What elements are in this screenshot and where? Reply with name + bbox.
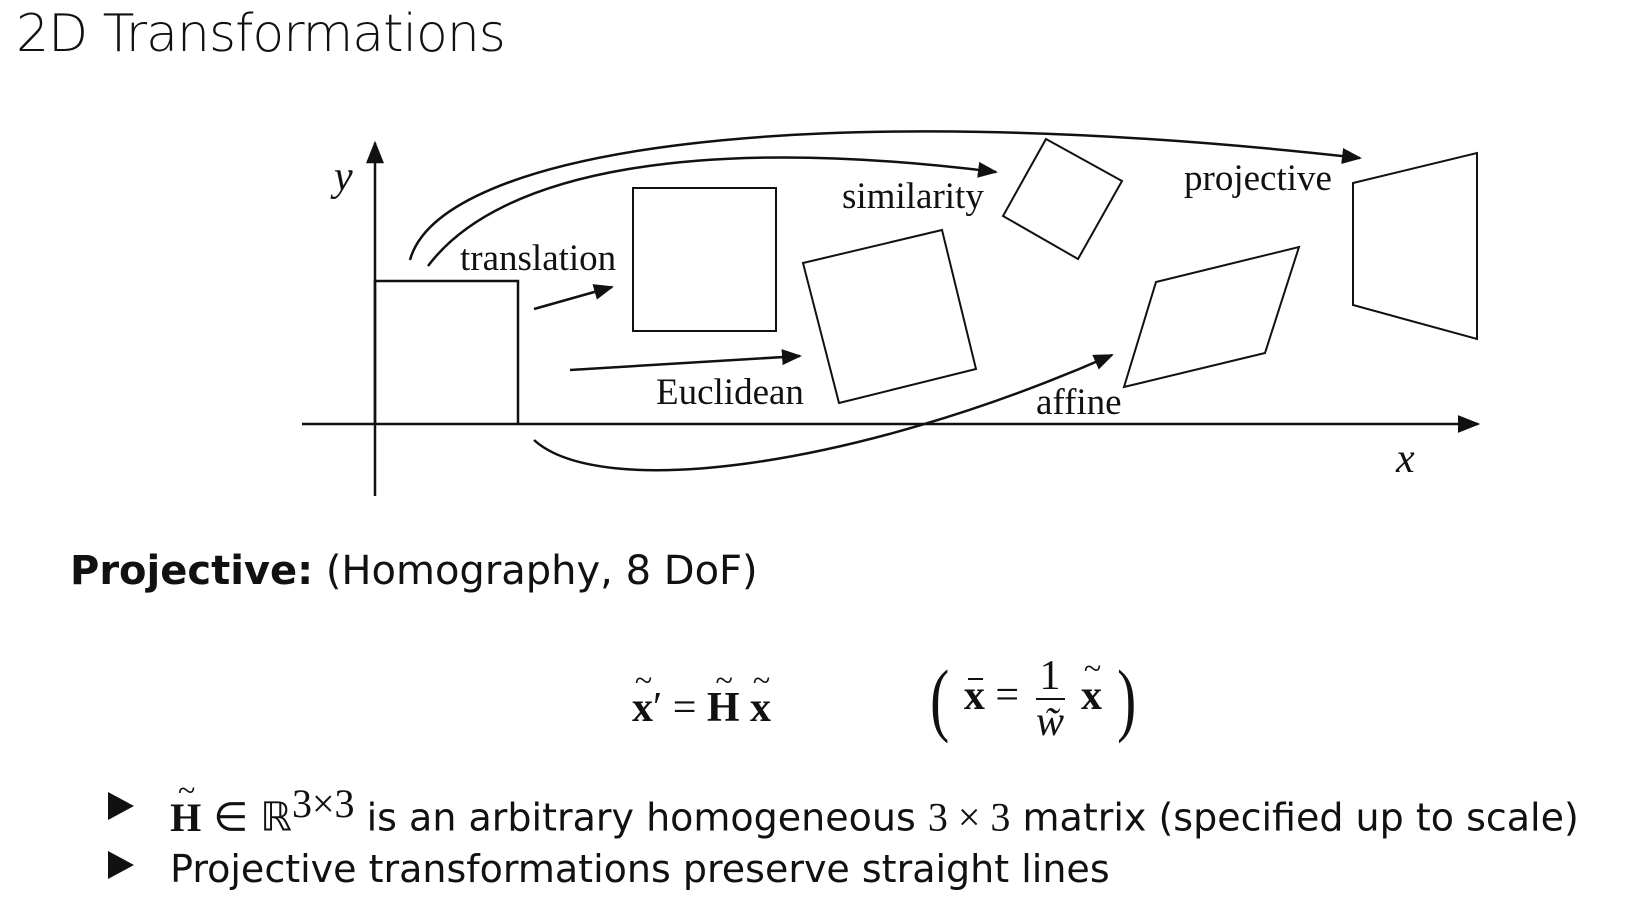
bullet-item-2: Projective transformations preserve stra… [108, 844, 1579, 908]
translation-arrow [533, 284, 614, 311]
bullet-item-1: H ∈ ℝ3×3 is an arbitrary homogeneous 3 ×… [108, 772, 1579, 844]
homography-equation: x′ = H x [632, 662, 771, 732]
bullet-H: H [170, 772, 201, 841]
bullet-1-text: H ∈ ℝ3×3 is an arbitrary homogeneous 3 ×… [170, 772, 1579, 841]
eq-lhs-x: x [632, 662, 653, 732]
bullet-exponent: 3×3 [291, 781, 355, 826]
y-axis-label: y [330, 154, 353, 200]
translation-square [632, 187, 777, 332]
right-paren: ) [1116, 653, 1136, 744]
slide-title: 2D Transformations [16, 4, 506, 64]
projective-heading: Projective: [70, 548, 314, 594]
similarity-label: similarity [842, 176, 984, 217]
euclidean-label: Euclidean [656, 372, 804, 413]
similarity-square [1001, 137, 1124, 261]
bullet-2-text: Projective transformations preserve stra… [170, 846, 1110, 891]
bullet-1-phrase-2: matrix (specified up to scale) [1022, 795, 1579, 840]
affine-parallelogram [1122, 245, 1301, 389]
eq-xbar: x [963, 672, 985, 719]
similarity-arrow [427, 156, 998, 267]
euclidean-arrow [569, 349, 802, 372]
eq-H: H [707, 662, 740, 732]
projective-label: projective [1184, 158, 1332, 199]
bullet-1-phrase: is an arbitrary homogeneous [366, 795, 916, 840]
bullet-triangle-icon [108, 850, 134, 879]
original-square [373, 279, 520, 424]
bullet-R: ℝ [260, 794, 292, 840]
eq-fraction: 1 w̃ [1035, 654, 1065, 745]
eq-equals: = [672, 685, 697, 731]
bullet-dims: 3 × 3 [927, 794, 1011, 840]
affine-label: affine [1036, 382, 1122, 423]
projective-subtitle: (Homography, 8 DoF) [325, 548, 758, 594]
projective-quad [1352, 151, 1478, 341]
normalization-equation: ( x = 1 w̃ x ) [926, 650, 1140, 746]
eq-rhs-x: x [750, 662, 771, 732]
translation-label: translation [460, 238, 616, 279]
eq-side-x: x [1081, 650, 1102, 720]
transformations-diagram: y x translation Euclidean similarity aff… [302, 130, 1481, 496]
eq-denominator: w̃ [1035, 699, 1064, 745]
left-paren: ( [930, 653, 950, 744]
projective-heading-line: Projective: (Homography, 8 DoF) [70, 548, 758, 594]
bullet-list: H ∈ ℝ3×3 is an arbitrary homogeneous 3 ×… [108, 772, 1579, 908]
bullet-triangle-icon [108, 792, 134, 821]
eq-prime: ′ [653, 685, 663, 731]
euclidean-square [801, 228, 978, 405]
x-axis-label: x [1395, 436, 1415, 482]
eq-side-equals: = [995, 672, 1019, 719]
eq-numerator: 1 [1035, 654, 1065, 700]
bullet-in: ∈ [213, 794, 249, 840]
projective-arrow [408, 130, 1362, 261]
affine-arrow [533, 353, 1114, 472]
